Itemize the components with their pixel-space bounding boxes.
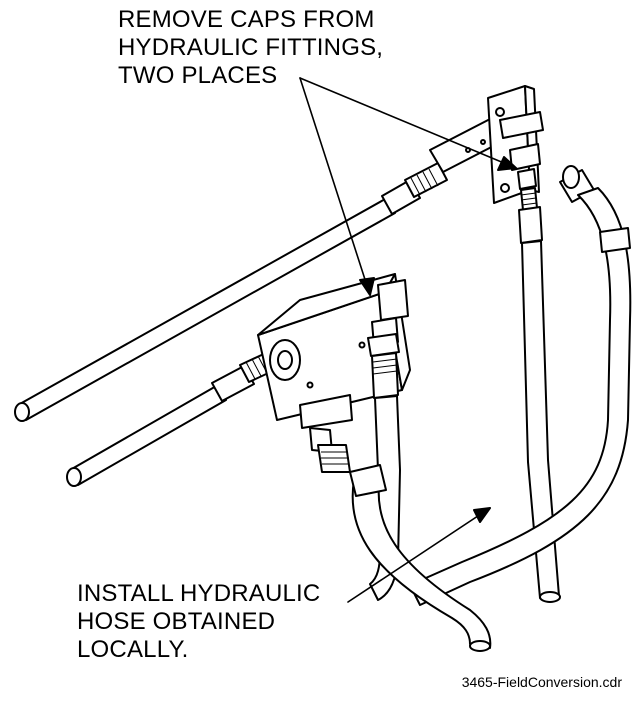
- valve-lower-hose: [309, 427, 492, 652]
- remove-caps-callout: REMOVE CAPS FROM HYDRAULIC FITTINGS, TWO…: [118, 6, 383, 90]
- callout-line: HOSE OBTAINED: [77, 608, 276, 635]
- bottom-callout-leader: [347, 507, 491, 603]
- right-vertical-hose: [521, 240, 561, 603]
- install-hose-callout: INSTALL HYDRAULIC HOSE OBTAINED LOCALLY.: [77, 580, 320, 664]
- lower-hydraulic-tube: [66, 351, 278, 487]
- callout-line: REMOVE CAPS FROM: [118, 6, 375, 33]
- right-curved-hose: [409, 165, 632, 606]
- top-callout-leaders: [299, 77, 517, 296]
- callout-line: INSTALL HYDRAULIC: [77, 580, 321, 607]
- upper-hydraulic-tube: [14, 117, 506, 422]
- drawing-filename: 3465-FieldConversion.cdr: [461, 674, 622, 690]
- callout-line: LOCALLY.: [77, 636, 189, 663]
- callout-line: TWO PLACES: [118, 62, 278, 89]
- top-mounting-bracket: [487, 85, 544, 244]
- callout-line: HYDRAULIC FITTINGS,: [118, 34, 384, 61]
